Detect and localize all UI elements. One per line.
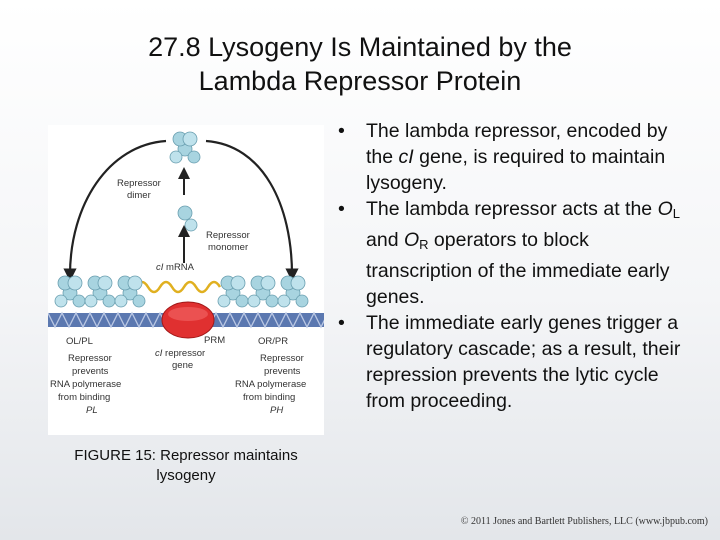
bound-repressor-right-1: [217, 275, 249, 308]
repressor-monomer-label-1: Repressor: [206, 230, 250, 241]
repressor-monomer-label-2: monomer: [208, 242, 248, 253]
repressor-dimer-top: [169, 131, 201, 164]
or-pr-label: OR/PR: [258, 336, 288, 347]
left-block-line-3: RNA polymerase: [50, 379, 121, 390]
figure-caption-line-1: FIGURE 15: Repressor maintains: [74, 447, 298, 464]
bullet-item-3: •The immediate early genes trigger a reg…: [338, 312, 681, 412]
bound-repressor-left-2: [84, 275, 116, 308]
prm-label: PRM: [204, 335, 225, 346]
left-block-line-4: from binding: [58, 392, 110, 403]
bound-repressor-right-3: [277, 275, 309, 308]
copyright-footer: © 2011 Jones and Bartlett Publishers, LL…: [460, 516, 708, 527]
bullet-dot: •: [338, 198, 345, 220]
bullet-item-2: •The lambda repressor acts at the OL and…: [338, 198, 680, 308]
right-block-line-3: RNA polymerase: [235, 379, 306, 390]
bullet-dot: •: [338, 312, 345, 334]
ci-mrna-label: cI mRNA: [156, 262, 195, 273]
bullet-list: •The lambda repressor, encoded by the cI…: [336, 118, 698, 414]
slide-title: 27.8 Lysogeny Is Maintained by the Lambd…: [0, 30, 720, 98]
repressor-dimer-label-2: dimer: [127, 190, 151, 201]
repressor-dimer-label-1: Repressor: [117, 178, 161, 189]
slide-title-line-1: 27.8 Lysogeny Is Maintained by the: [148, 32, 572, 62]
right-block-line-5: PH: [270, 405, 283, 416]
slide-title-line-2: Lambda Repressor Protein: [198, 66, 522, 96]
ci-gene-label-2: gene: [172, 360, 193, 371]
right-block-line-2: prevents: [264, 366, 301, 377]
ci-gene-label-1: cI repressor: [155, 348, 205, 359]
figure-caption-line-2: lysogeny: [156, 467, 216, 484]
figure-caption: FIGURE 15: Repressor maintains lysogeny: [45, 446, 327, 486]
bound-repressor-left-3: [114, 275, 146, 308]
left-block-line-1: Repressor: [68, 353, 112, 364]
diagram-svg: Repressor dimer Repressor monomer cI mRN…: [48, 131, 324, 416]
repressor-monomer: [177, 205, 198, 232]
right-block-line-1: Repressor: [260, 353, 304, 364]
bullet-dot: •: [338, 120, 345, 142]
right-block-line-4: from binding: [243, 392, 295, 403]
left-curved-arrow: [63, 139, 167, 282]
left-block-line-5: PL: [86, 405, 98, 416]
repressor-diagram: Repressor dimer Repressor monomer cI mRN…: [48, 125, 324, 435]
ci-mrna-wave: [134, 280, 222, 294]
right-curved-arrow: [205, 139, 299, 282]
left-block-line-2: prevents: [72, 366, 109, 377]
bullet-item-1: •The lambda repressor, encoded by the cI…: [338, 120, 668, 194]
ol-pl-label: OL/PL: [66, 336, 93, 347]
bound-repressor-left-1: [54, 275, 86, 308]
bound-repressor-right-2: [247, 275, 279, 308]
